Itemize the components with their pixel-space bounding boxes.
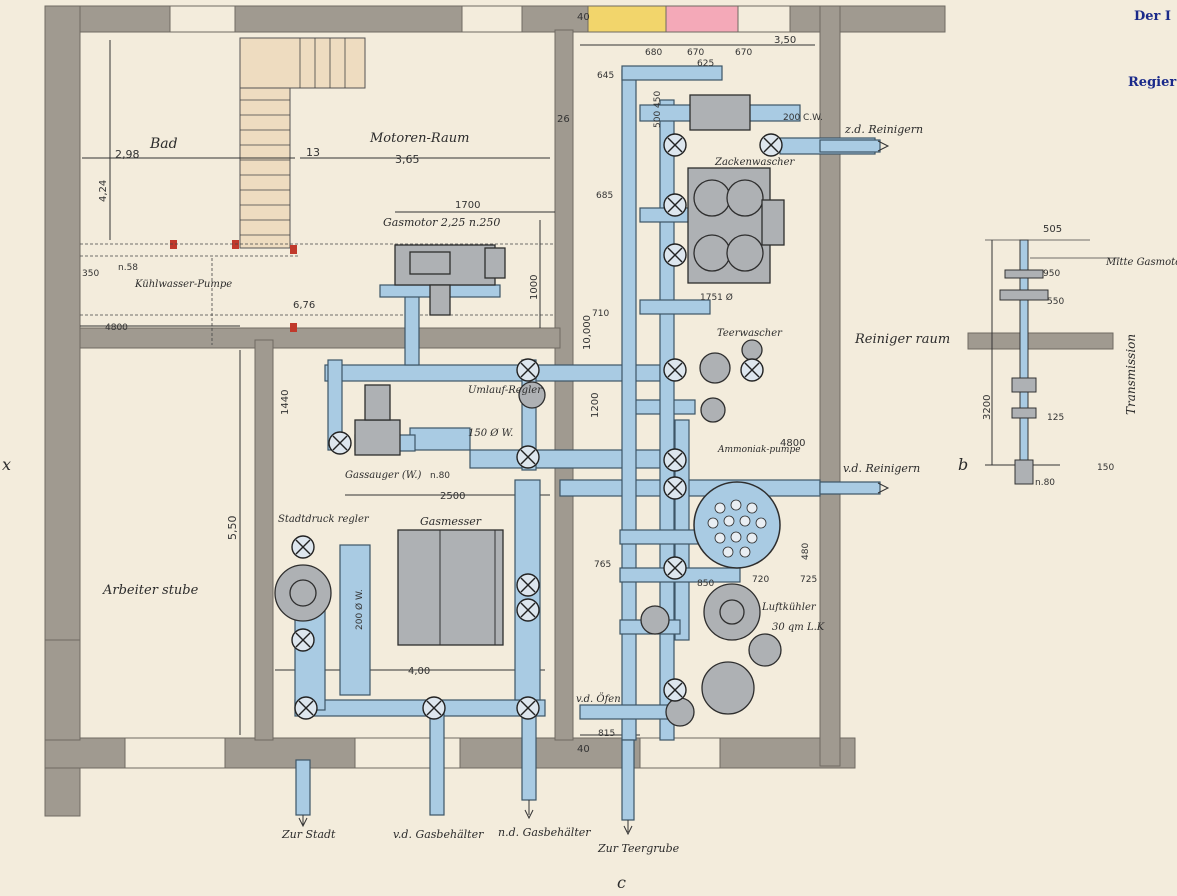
label-transmission: Transmission bbox=[1124, 334, 1138, 415]
pink-tab bbox=[665, 5, 739, 33]
svg-text:4800: 4800 bbox=[105, 323, 128, 333]
svg-text:725: 725 bbox=[800, 575, 817, 585]
svg-text:200 Ø W.: 200 Ø W. bbox=[354, 589, 365, 630]
dashed-lines bbox=[80, 243, 555, 345]
yellow-tab bbox=[587, 5, 667, 33]
equipment bbox=[274, 94, 785, 727]
svg-text:n.80: n.80 bbox=[1035, 478, 1055, 488]
red-posts bbox=[170, 240, 297, 332]
svg-text:850: 850 bbox=[697, 579, 714, 589]
label-workers-room: Arbeiter stube bbox=[102, 583, 199, 598]
svg-text:350: 350 bbox=[82, 269, 99, 279]
label-city-regulator: Stadtdruck regler bbox=[278, 514, 370, 525]
svg-text:13: 13 bbox=[306, 146, 320, 159]
label-purifier-room: Reiniger raum bbox=[854, 332, 950, 347]
label-air-cooler-size: 30 qm L.K bbox=[772, 622, 825, 633]
svg-text:n.58: n.58 bbox=[118, 263, 138, 273]
svg-text:1700: 1700 bbox=[455, 200, 480, 211]
label-gas-engine: Gasmotor 2,25 n.250 bbox=[383, 216, 500, 229]
label-bypass-size: 150 Ø W. bbox=[468, 428, 513, 439]
label-tar-washer: Teerwascher bbox=[717, 328, 783, 339]
svg-text:3200: 3200 bbox=[982, 395, 993, 420]
header-line1: Der I bbox=[1134, 9, 1171, 24]
svg-text:3,50: 3,50 bbox=[774, 35, 796, 46]
svg-text:1000: 1000 bbox=[529, 275, 540, 300]
svg-text:765: 765 bbox=[594, 560, 611, 570]
svg-text:10,000: 10,000 bbox=[582, 315, 593, 350]
flow-arrows bbox=[298, 140, 890, 836]
svg-text:2500: 2500 bbox=[440, 491, 465, 502]
outlet-tar-pit: Zur Teergrube bbox=[597, 842, 680, 855]
label-air-cooler: Luftkühler bbox=[761, 602, 817, 613]
label-ammonia-pump: Ammoniak-pumpe bbox=[717, 445, 801, 455]
outlet-to-gasholder: n.d. Gasbehälter bbox=[498, 826, 591, 839]
svg-text:625: 625 bbox=[697, 59, 714, 69]
header-line2: Regier bbox=[1128, 75, 1176, 90]
svg-text:680: 680 bbox=[645, 48, 662, 58]
outlet-from-oven: v.d. Öfen bbox=[576, 693, 621, 705]
walls bbox=[44, 5, 1114, 817]
label-cooling-pump: Kühlwasser-Pumpe bbox=[134, 279, 232, 290]
outlet-from-purifier: v.d. Reinigern bbox=[843, 462, 920, 475]
label-bath: Bad bbox=[149, 136, 178, 152]
svg-text:5,50: 5,50 bbox=[226, 516, 239, 541]
label-tooth-washer: Zackenwascher bbox=[714, 157, 796, 168]
svg-text:4800: 4800 bbox=[780, 438, 805, 449]
svg-text:1440: 1440 bbox=[280, 390, 291, 415]
marker-right: b bbox=[958, 455, 968, 474]
svg-text:505: 505 bbox=[1043, 224, 1062, 235]
svg-text:3,65: 3,65 bbox=[395, 153, 420, 166]
svg-text:26: 26 bbox=[557, 114, 570, 125]
label-gas-meter: Gasmesser bbox=[420, 515, 482, 528]
svg-text:150: 150 bbox=[1097, 463, 1114, 473]
outlet-to-purifier: z.d. Reinigern bbox=[844, 123, 923, 136]
svg-text:815: 815 bbox=[598, 729, 615, 739]
marker-left: x bbox=[2, 455, 11, 474]
svg-text:6,76: 6,76 bbox=[293, 300, 315, 311]
svg-text:550: 550 bbox=[1047, 297, 1064, 307]
svg-text:1200: 1200 bbox=[590, 393, 601, 418]
svg-text:645: 645 bbox=[597, 71, 614, 81]
svg-text:4,24: 4,24 bbox=[98, 180, 109, 202]
svg-text:n.80: n.80 bbox=[430, 471, 450, 481]
svg-text:685: 685 bbox=[596, 191, 613, 201]
svg-text:40: 40 bbox=[577, 12, 590, 23]
svg-text:125: 125 bbox=[1047, 413, 1064, 423]
svg-text:500 450: 500 450 bbox=[653, 91, 663, 128]
label-bypass: Umlauf-Regler bbox=[468, 385, 543, 396]
svg-text:950: 950 bbox=[1043, 269, 1060, 279]
valves bbox=[291, 133, 783, 720]
svg-text:4,00: 4,00 bbox=[408, 666, 430, 677]
svg-text:670: 670 bbox=[735, 48, 752, 58]
svg-text:2,98: 2,98 bbox=[115, 148, 140, 161]
marker-bottom: c bbox=[617, 873, 626, 892]
svg-text:200 C.W.: 200 C.W. bbox=[783, 113, 823, 123]
svg-text:40: 40 bbox=[577, 744, 590, 755]
svg-text:710: 710 bbox=[592, 309, 609, 319]
svg-text:670: 670 bbox=[687, 48, 704, 58]
svg-text:480: 480 bbox=[801, 543, 811, 560]
svg-text:1751 Ø: 1751 Ø bbox=[700, 292, 733, 303]
staircase bbox=[239, 37, 366, 249]
label-engine-room: Motoren-Raum bbox=[369, 131, 469, 146]
outlet-to-city: Zur Stadt bbox=[281, 828, 336, 841]
label-gas-extractor: Gassauger (W.) bbox=[345, 470, 422, 481]
transmission-detail bbox=[985, 239, 1120, 485]
svg-text:720: 720 bbox=[752, 575, 769, 585]
outlet-from-gasholder: v.d. Gasbehälter bbox=[393, 828, 484, 841]
label-gas-engine-center: Mitte Gasmotor bbox=[1105, 257, 1177, 268]
labels: Der I Regier Bad Motoren-Raum Reiniger r… bbox=[2, 9, 1177, 892]
dimension-lines bbox=[80, 40, 1060, 736]
